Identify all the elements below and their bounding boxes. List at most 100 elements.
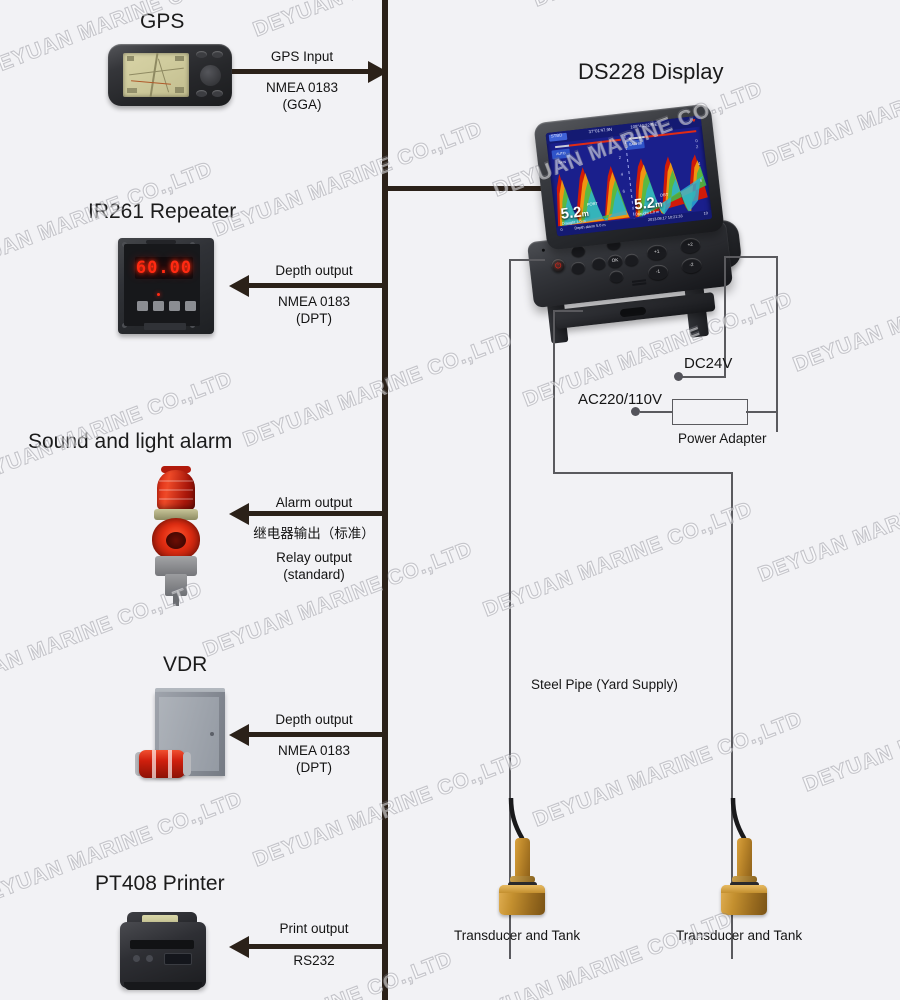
screen-depth-right-unit: m — [654, 199, 663, 210]
wire-dc-vert — [724, 320, 726, 378]
vdr-sentence-label: (DPT) — [296, 760, 332, 775]
vdr-signal-label: Depth output — [275, 712, 353, 727]
vdr-device — [135, 688, 265, 792]
watermark: DEYUAN MARINE CO.,LTD — [529, 707, 806, 832]
gps-body — [108, 44, 232, 106]
watermark: DEYUAN MARINE CO.,LTD — [209, 117, 486, 242]
wire-left-riser-top — [509, 259, 511, 959]
wire-ac-to-adapter — [640, 411, 672, 413]
repeater-signal-label: Depth output — [275, 263, 353, 278]
watermark: DEYUAN MARINE CO.,LTD — [529, 0, 806, 12]
watermark: DEYUAN MARINE CO.,LTD — [479, 497, 756, 622]
repeater-button-2[interactable] — [153, 301, 164, 311]
vdr-arrowhead — [229, 723, 249, 746]
repeater-button-4[interactable] — [185, 301, 196, 311]
gps-signal-line — [232, 69, 372, 74]
printer-feed-button[interactable] — [133, 955, 140, 962]
alarm-protocol-en2-label: (standard) — [283, 567, 345, 582]
display-key-left[interactable] — [591, 256, 607, 271]
transducer-right-cable — [730, 798, 747, 841]
wire-adapter-to-riser — [746, 411, 777, 413]
printer-signal-line — [248, 944, 382, 949]
gps-signal-label: GPS Input — [270, 49, 334, 64]
wire-dc-top — [724, 256, 778, 258]
watermark: DEYUAN MARINE CO.,LTD — [759, 47, 900, 172]
transducer-left-oring — [508, 882, 537, 887]
alarm-horn-mouth — [166, 532, 186, 549]
bus-branch-to-display — [388, 186, 570, 191]
repeater-face: 60.00 — [124, 244, 200, 330]
screen-range-left: 0 — [560, 227, 563, 233]
ac-terminal-node — [631, 407, 640, 416]
alarm-signal-label: Alarm output — [275, 495, 353, 510]
signal-bus-line — [382, 0, 388, 1000]
gps-sentence-label: (GGA) — [282, 97, 322, 112]
wire-bottom-cross — [553, 472, 733, 474]
alarm-protocol-cn-label: 继电器输出（标准） — [253, 526, 375, 542]
alarm-arrowhead — [229, 502, 249, 525]
alarm-base — [155, 556, 197, 576]
screen-heart-icon: ♥ — [691, 118, 697, 125]
wire-left-riser-stub — [509, 259, 545, 261]
alarm-junction-box — [165, 574, 187, 596]
vdr-title: VDR — [163, 653, 208, 676]
wire-right-riser-stub — [553, 310, 555, 474]
ac-label: AC220/110V — [578, 391, 662, 408]
repeater-status-led — [157, 293, 160, 296]
wire-dc-riser — [776, 256, 778, 432]
transducer-left-cable — [508, 798, 525, 841]
display-key-down[interactable] — [608, 269, 624, 284]
display-power-button[interactable] — [551, 258, 566, 273]
printer-signal-label: Print output — [279, 921, 349, 936]
repeater-title: IR261 Repeater — [88, 200, 237, 223]
watermark: DEYUAN MARINE CO.,LTD — [249, 0, 526, 42]
alarm-dome-cap — [161, 466, 191, 473]
printer-body — [120, 922, 206, 990]
alarm-title: Sound and light alarm — [28, 430, 233, 453]
transducer-right-head — [721, 885, 767, 915]
ds228-display-unit: OK +1 +2 -1 -2 STBD 37°01'47.9N 108°46.3… — [500, 103, 760, 355]
repeater-button-1[interactable] — [137, 301, 148, 311]
transducer-right-caption: Transducer and Tank — [676, 928, 803, 943]
screen-echogram — [556, 154, 708, 227]
alarm-yellow-band — [154, 509, 198, 520]
steel-pipe-label: Steel Pipe (Yard Supply) — [531, 677, 678, 692]
transducer-right-neck — [737, 838, 752, 882]
watermark: DEYUAN MARINE CO.,LTD — [239, 327, 516, 452]
power-adapter-box — [672, 399, 748, 425]
alarm-beacon-dome — [157, 470, 195, 510]
printer-paper-slot — [130, 940, 194, 949]
printer-title: PT408 Printer — [95, 872, 225, 895]
gps-dpad — [200, 65, 221, 86]
wire-right-riser — [731, 472, 733, 959]
screen-range-right: 10 — [703, 211, 709, 216]
printer-power-button[interactable] — [146, 955, 153, 962]
transducer-left-neck — [515, 838, 530, 882]
dc24v-terminal-node — [674, 372, 683, 381]
gps-arrowhead — [368, 60, 388, 83]
display-bezel: STBD 37°01'47.9N 108°46.3295E ♥ AUTO GAI… — [533, 103, 725, 251]
alarm-device — [132, 466, 222, 610]
alarm-conduit — [173, 594, 179, 606]
repeater-protocol-label: NMEA 0183 — [277, 294, 351, 309]
vdr-capsule-mount-right — [183, 752, 191, 776]
repeater-led-display: 60.00 — [135, 257, 193, 279]
display-screen: STBD 37°01'47.9N 108°46.3295E ♥ AUTO GAI… — [545, 115, 713, 237]
transducer-right-oring — [730, 882, 759, 887]
wire-right-riser-stub-top — [553, 310, 583, 312]
transducer-right-collar — [732, 876, 757, 883]
repeater-button-3[interactable] — [169, 301, 180, 311]
display-key-mode[interactable] — [570, 261, 586, 275]
watermark: DEYUAN MARINE CO.,LTD — [789, 252, 900, 377]
repeater-arrowhead — [229, 274, 249, 297]
dc24v-label: DC24V — [684, 355, 733, 372]
vdr-capsule — [139, 750, 185, 778]
wire-dc-drop — [724, 256, 726, 320]
printer-protocol-label: RS232 — [293, 953, 335, 968]
transducer-left-head — [499, 885, 545, 915]
gps-title: GPS — [140, 10, 185, 33]
display-key-right[interactable] — [623, 253, 640, 267]
vdr-protocol-label: NMEA 0183 — [277, 743, 351, 758]
watermark: DEYUAN MARINE CO.,LTD — [799, 672, 900, 797]
